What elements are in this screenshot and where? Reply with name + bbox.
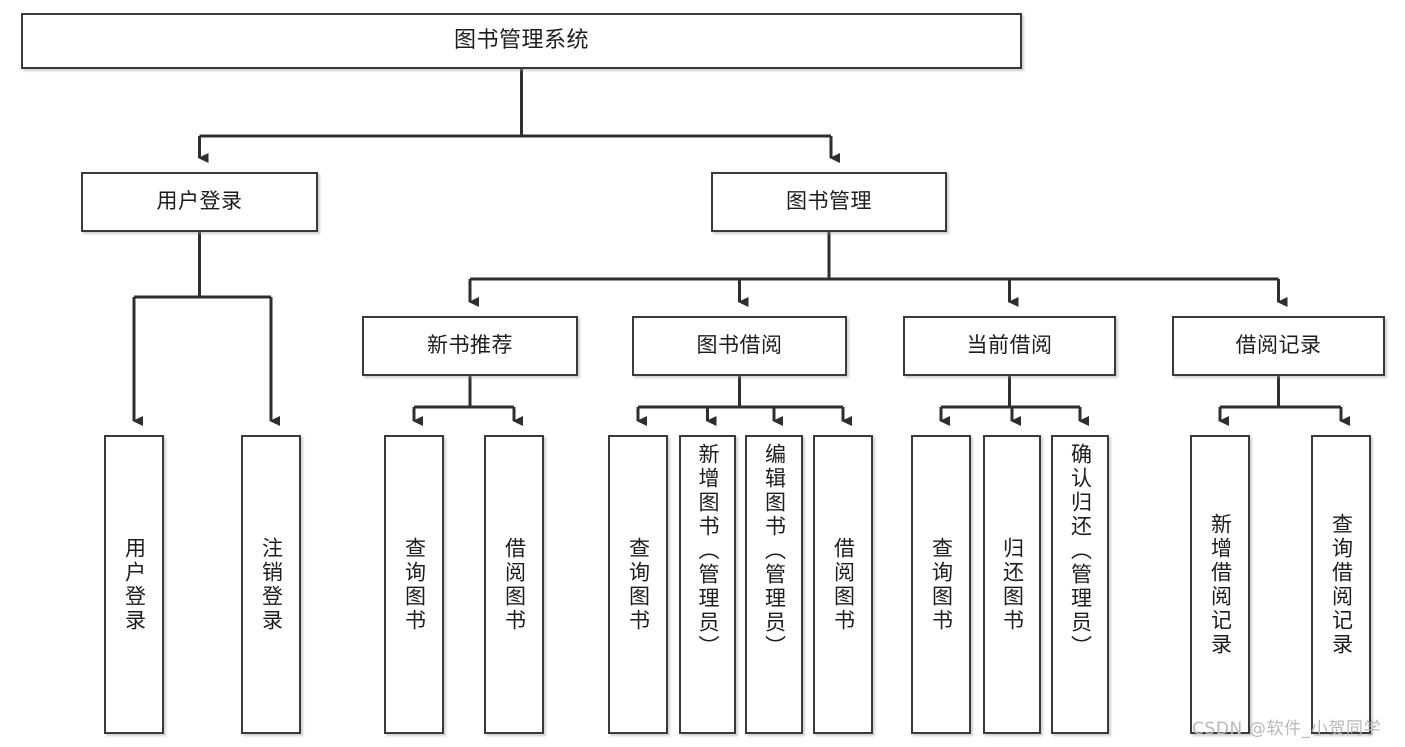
node-leaf-add-book-label: 新增图书（管理员） [696, 443, 720, 659]
node-leaf-logout[interactable]: 注销登录 [241, 435, 301, 734]
node-leaf-borrow-book-1-label: 借阅图书 [502, 536, 527, 633]
watermark: CSDN @软件_小贺同学 [1192, 719, 1382, 739]
node-leaf-return-book[interactable]: 归还图书 [983, 435, 1041, 734]
node-leaf-edit-book-label: 编辑图书（管理员） [762, 443, 787, 659]
node-leaf-borrow-book-2[interactable]: 借阅图书 [813, 435, 873, 734]
node-leaf-user-login-label: 用户登录 [122, 536, 147, 633]
node-leaf-query-record[interactable]: 查询借阅记录 [1311, 435, 1371, 734]
node-leaf-confirm-return[interactable]: 确认归还（管理员） [1051, 435, 1109, 734]
node-leaf-query-book-2[interactable]: 查询图书 [608, 435, 668, 734]
node-leaf-edit-book[interactable]: 编辑图书（管理员） [745, 435, 803, 734]
node-new-book-recommend-label: 新书推荐 [427, 333, 513, 358]
node-leaf-query-book-1-label: 查询图书 [402, 536, 427, 633]
node-leaf-confirm-return-label: 确认归还（管理员） [1068, 443, 1093, 659]
node-leaf-logout-label: 注销登录 [259, 536, 284, 633]
node-leaf-query-record-label: 查询借阅记录 [1329, 512, 1354, 657]
node-new-book-recommend[interactable]: 新书推荐 [362, 316, 578, 376]
node-leaf-borrow-book-1[interactable]: 借阅图书 [484, 435, 544, 734]
node-book-borrow[interactable]: 图书借阅 [632, 316, 847, 376]
node-leaf-query-book-1[interactable]: 查询图书 [384, 435, 444, 734]
node-book-borrow-label: 图书借阅 [696, 333, 783, 358]
node-borrow-record-label: 借阅记录 [1235, 333, 1322, 358]
node-leaf-borrow-book-2-label: 借阅图书 [831, 536, 856, 633]
node-book-manage[interactable]: 图书管理 [711, 172, 947, 232]
node-leaf-add-book[interactable]: 新增图书（管理员） [679, 435, 736, 734]
node-leaf-add-record-label: 新增借阅记录 [1208, 512, 1233, 657]
node-book-manage-label: 图书管理 [786, 189, 872, 214]
node-borrow-record[interactable]: 借阅记录 [1172, 316, 1385, 376]
node-user-login-label: 用户登录 [156, 189, 243, 214]
node-root-label: 图书管理系统 [453, 27, 589, 53]
node-leaf-user-login[interactable]: 用户登录 [104, 435, 164, 734]
node-current-borrow-label: 当前借阅 [966, 333, 1053, 358]
node-leaf-add-record[interactable]: 新增借阅记录 [1190, 435, 1250, 734]
node-leaf-query-book-3-label: 查询图书 [929, 536, 954, 633]
node-current-borrow[interactable]: 当前借阅 [903, 316, 1116, 376]
node-user-login[interactable]: 用户登录 [81, 172, 318, 232]
node-root[interactable]: 图书管理系统 [21, 13, 1022, 69]
node-leaf-query-book-3[interactable]: 查询图书 [911, 435, 971, 734]
node-leaf-return-book-label: 归还图书 [1000, 536, 1025, 633]
node-leaf-query-book-2-label: 查询图书 [626, 536, 651, 633]
